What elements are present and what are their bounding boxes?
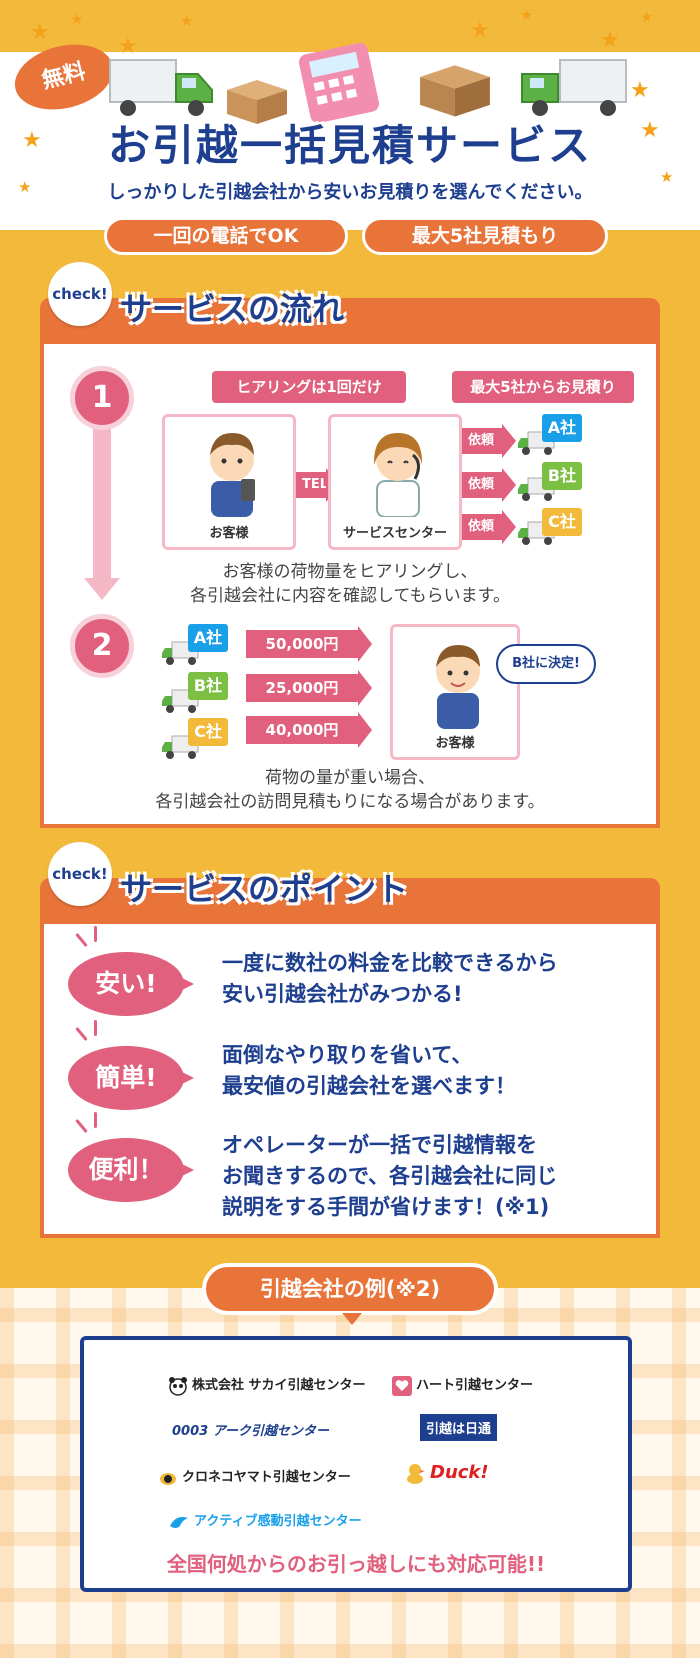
- point-text-line: 最安値の引越会社を選べます！: [222, 1074, 516, 1098]
- flow-description-2-line1: 荷物の量が重い場合、: [265, 768, 435, 788]
- point-text-line: お聞きするので、各引越会社に同じ: [222, 1164, 558, 1188]
- star-icon: ★: [600, 28, 620, 53]
- star-icon: ★: [520, 6, 534, 24]
- quote-price-b: 25,000円: [246, 670, 372, 706]
- logo-yamato: クロネコヤマト引越センター: [158, 1466, 351, 1486]
- decision-speech-bubble: B社に決定!: [496, 644, 596, 684]
- check-bubble: check!: [48, 842, 112, 906]
- truck-icon: [109, 59, 213, 116]
- box-icon: [227, 80, 287, 124]
- request-arrow: 依頼: [462, 468, 516, 502]
- logo-sakai: 株式会社 サカイ引越センター: [168, 1374, 366, 1396]
- quote-price-c: 40,000円: [246, 712, 372, 748]
- company-a-tag: A社: [542, 414, 582, 442]
- point-text-easy: 面倒なやり取りを省いて、 最安値の引越会社を選べます！: [222, 1040, 642, 1102]
- customer-illustration-icon: [210, 433, 255, 517]
- star-icon: ★: [22, 128, 42, 153]
- points-section-title: サービスのポイント: [120, 870, 409, 908]
- star-icon: ★: [640, 118, 660, 143]
- flow-section-header: [40, 298, 660, 344]
- logo-active: アクティブ感動引越センター: [168, 1510, 362, 1532]
- dolphin-icon: [170, 1516, 188, 1528]
- request-label: 依頼: [468, 519, 495, 534]
- logo-duck: Duck!: [404, 1462, 489, 1484]
- tag-max-five-quotes: 最大5社からお見積り: [452, 371, 634, 403]
- flow-description-1-line1: お客様の荷物量をヒアリングし、: [222, 562, 478, 582]
- flow-description-2-line2: 各引越会社の訪問見積もりになる場合があります。: [155, 792, 545, 812]
- sparkle-icon: [94, 926, 97, 942]
- step-connector: [93, 420, 111, 580]
- truck-icon: [521, 59, 627, 116]
- tel-arrow: TEL: [296, 468, 340, 502]
- flow-description-2: 荷物の量が重い場合、 各引越会社の訪問見積もりになる場合があります。: [40, 766, 660, 814]
- flow-section-title: サービスの流れ: [120, 290, 345, 328]
- step-number: 1: [70, 366, 134, 430]
- star-icon: ★: [30, 20, 50, 45]
- company-b-tag: B社: [542, 462, 582, 490]
- flow-description-1: お客様の荷物量をヒアリングし、 各引越会社に内容を確認してもらいます。: [40, 560, 660, 608]
- quote-price-a: 50,000円: [246, 626, 372, 662]
- point-text-line: 面倒なやり取りを省いて、: [222, 1043, 473, 1067]
- star-icon: ★: [640, 8, 654, 26]
- star-icon: ★: [118, 34, 138, 59]
- request-arrow: 依頼: [462, 510, 516, 544]
- customer-decision-card: お客様: [390, 624, 520, 760]
- star-icon: ★: [470, 18, 490, 43]
- step-number: 2: [70, 614, 134, 678]
- box-icon: [420, 65, 490, 117]
- check-bubble: check!: [48, 262, 112, 326]
- point-text-line: 説明をする手間が省けます！(※1): [222, 1195, 550, 1219]
- point-text-convenient: オペレーターが一括で引越情報を お聞きするので、各引越会社に同じ 説明をする手間…: [222, 1130, 642, 1223]
- star-icon: ★: [660, 168, 674, 186]
- point-text-cheap: 一度に数社の料金を比較できるから 安い引越会社がみつかる!: [222, 948, 642, 1010]
- request-arrow: 依頼: [462, 424, 516, 458]
- point-badge-easy: 簡単!: [68, 1046, 194, 1110]
- point-text-line: 安い引越会社がみつかる!: [222, 982, 463, 1006]
- tel-label: TEL: [302, 477, 329, 492]
- calculator-icon: [298, 42, 380, 122]
- star-icon: ★: [18, 178, 32, 196]
- companies-title: 引越会社の例(※2): [202, 1263, 498, 1325]
- feature-pill-max-quotes: 最大5社見積もり: [362, 217, 608, 255]
- point-text-line: オペレーターが一括で引越情報を: [222, 1133, 537, 1157]
- black-cat-icon: [160, 1472, 176, 1485]
- customer-card: お客様: [162, 414, 296, 550]
- heart-icon: [392, 1375, 412, 1396]
- company-a-tag: A社: [188, 624, 228, 652]
- company-b-tag: B社: [188, 672, 228, 700]
- sparkle-icon: [94, 1112, 97, 1128]
- customer-label: お客様: [209, 526, 249, 541]
- sparkle-icon: [94, 1020, 97, 1036]
- customer-label: お客様: [435, 736, 475, 751]
- company-c-tag: C社: [188, 718, 228, 746]
- service-center-card: サービスセンター: [328, 414, 462, 550]
- tag-hearing-once: ヒアリングは1回だけ: [212, 371, 406, 403]
- logo-art: 0003 アーク引越センター: [172, 1424, 329, 1439]
- customer-illustration-icon: [436, 645, 480, 729]
- point-badge-cheap: 安い!: [68, 952, 194, 1016]
- point-text-line: 一度に数社の料金を比較できるから: [222, 951, 558, 975]
- star-icon: ★: [180, 12, 194, 30]
- request-label: 依頼: [468, 477, 495, 492]
- duck-icon: [407, 1464, 425, 1484]
- feature-pill-one-call: 一回の電話でOK: [104, 217, 348, 255]
- service-center-label: サービスセンター: [342, 526, 447, 541]
- nationwide-notice: 全国何処からのお引っ越しにも対応可能!!: [166, 1552, 546, 1576]
- star-icon: ★: [630, 78, 650, 103]
- page-subtitle: しっかりした引越会社から安いお見積りを選んでください。: [107, 182, 593, 203]
- flow-description-1-line2: 各引越会社に内容を確認してもらいます。: [190, 586, 510, 606]
- logo-nittsu: 引越は日通: [420, 1414, 498, 1441]
- company-c-tag: C社: [542, 508, 582, 536]
- request-label: 依頼: [468, 433, 495, 448]
- panda-icon: [169, 1376, 187, 1396]
- page-title: お引越一括見積サービス: [107, 121, 592, 170]
- logo-heart: ハート引越センター: [392, 1374, 533, 1396]
- point-badge-convenient: 便利！: [68, 1138, 194, 1202]
- step-arrow-icon: [84, 578, 120, 600]
- hero-section: ★ ★ ★ ★ ★ ★ ★ ★ ★ ★ ★ ★ ★ 無料 お引越一括見積サービス…: [0, 0, 700, 255]
- star-icon: ★: [70, 10, 84, 28]
- operator-illustration-icon: [373, 433, 423, 517]
- points-section-header: [40, 878, 660, 924]
